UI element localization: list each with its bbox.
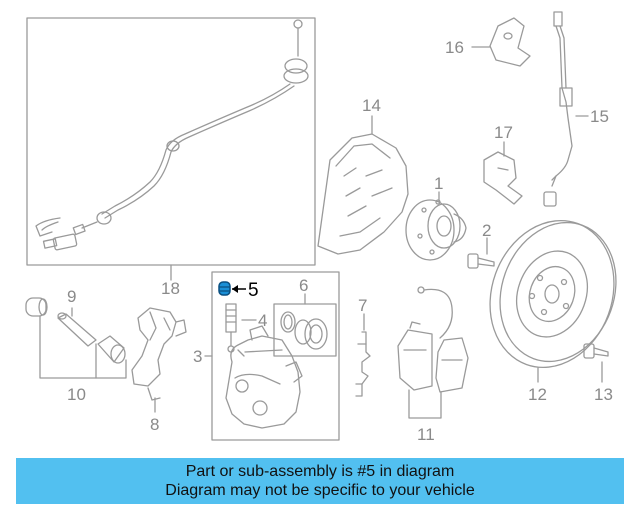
- callout-18: 18: [161, 279, 180, 298]
- callout-6: 6: [299, 276, 308, 295]
- callout-4: 4: [258, 311, 267, 330]
- piston-seals: [280, 311, 328, 350]
- brake-hose: [543, 11, 573, 207]
- callout-11: 11: [417, 425, 435, 444]
- bleeder-screw: [225, 303, 237, 353]
- callout-7: 7: [358, 296, 367, 315]
- anti-rattle-spring: [355, 331, 371, 397]
- callout-16: 16: [445, 38, 464, 57]
- callout-1: 1: [434, 174, 443, 193]
- callout-17: 17: [494, 123, 513, 142]
- guide-pin: [57, 307, 97, 347]
- hub-bolt: [467, 253, 495, 269]
- callout-13: 13: [594, 385, 613, 404]
- splash-shield: [317, 133, 409, 255]
- wheel-hub: [405, 199, 467, 261]
- guide-pin-bushing: [25, 297, 48, 317]
- parts-diagram: 1 2 3 4 5 6 7 8 9 10 11 12 13 14 15 16 1…: [25, 11, 617, 444]
- banner-line-disclaimer: Diagram may not be specific to your vehi…: [165, 482, 475, 499]
- caliper-bracket: [131, 307, 187, 401]
- callout-14: 14: [362, 96, 381, 115]
- leader-11: [408, 389, 442, 419]
- brake-rotor: [489, 219, 617, 369]
- banner-line-part: Part or sub-assembly is #5 in diagram: [185, 463, 455, 480]
- guide-pin-boot: [97, 335, 126, 364]
- speed-sensor-harness: [35, 19, 309, 251]
- outer-brake-pad: [435, 337, 469, 393]
- info-banner: Part or sub-assembly is #5 in diagram Di…: [16, 458, 624, 504]
- callout-10: 10: [67, 385, 86, 404]
- callout-15: 15: [590, 107, 609, 126]
- wheel-speed-sensor: [483, 151, 523, 205]
- callout-3: 3: [193, 347, 202, 366]
- inner-brake-pad: [397, 321, 433, 391]
- caliper-housing: [225, 325, 303, 429]
- highlighted-part-5: [218, 281, 246, 296]
- rotor-screw: [583, 343, 609, 359]
- callout-5: 5: [248, 280, 259, 301]
- callout-12: 12: [528, 385, 547, 404]
- hose-bracket: [489, 17, 531, 67]
- wear-sensor-wire: [417, 286, 453, 339]
- callout-2: 2: [482, 221, 491, 240]
- callout-9: 9: [67, 287, 76, 306]
- leader-10: [39, 315, 127, 379]
- callout-8: 8: [150, 415, 159, 434]
